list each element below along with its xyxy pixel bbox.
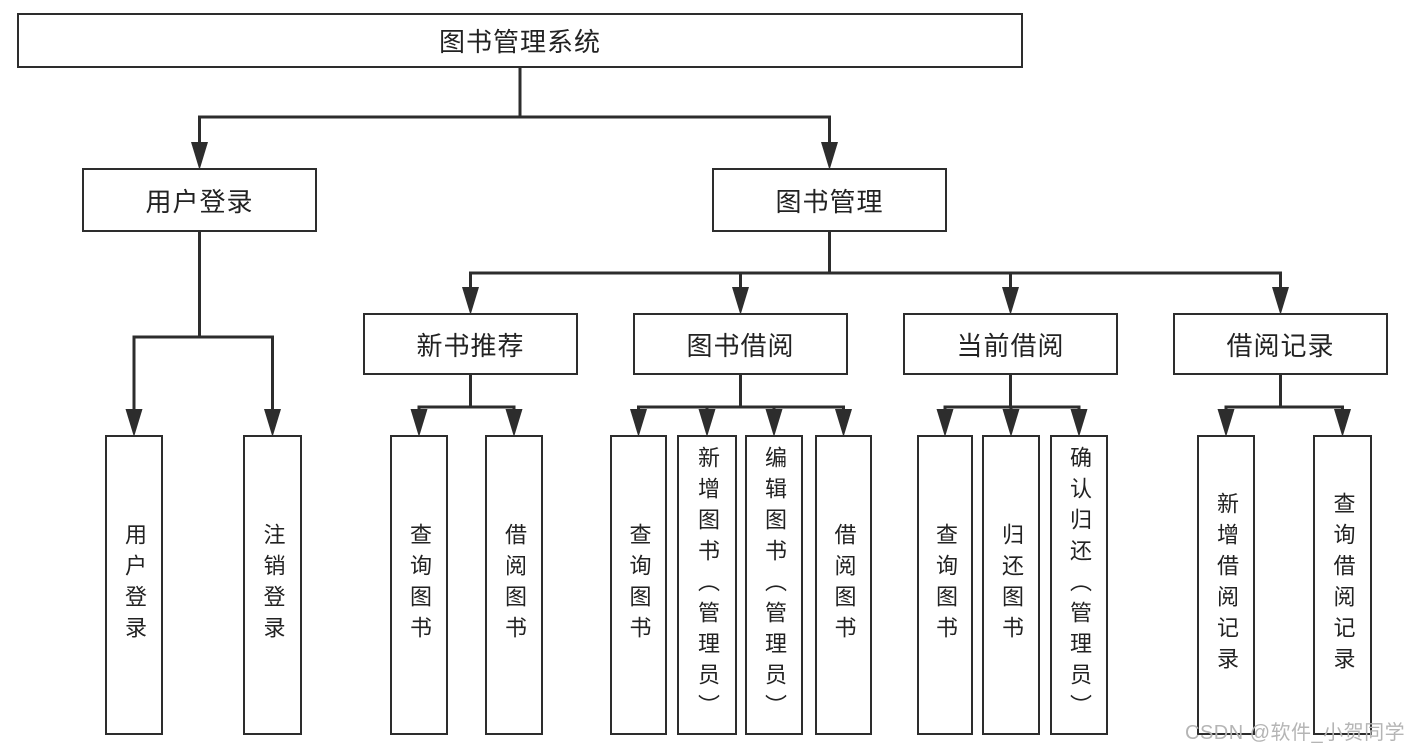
node-borrow-records-label: 借阅记录 <box>1226 330 1335 361</box>
leaf-user-login: 用户登录 <box>105 435 163 735</box>
leaf-nbr-query-books: 查询图书 <box>390 435 448 735</box>
node-current-borrow: 当前借阅 <box>903 313 1118 375</box>
leaf-cb-query-books: 查询图书 <box>917 435 973 735</box>
leaf-br-query-record: 查询借阅记录 <box>1313 435 1372 735</box>
leaf-bb-add-books-admin: 新增图书（管理员） <box>677 435 737 735</box>
leaf-user-login-label: 用户登录 <box>122 523 147 647</box>
leaf-bb-borrow-books-label: 借阅图书 <box>831 523 857 647</box>
leaf-bb-borrow-books: 借阅图书 <box>815 435 872 735</box>
node-root-label: 图书管理系统 <box>438 27 601 57</box>
leaf-bb-edit-books-admin-label: 编辑图书（管理员） <box>762 445 787 725</box>
node-book-borrow: 图书借阅 <box>633 313 848 375</box>
watermark: CSDN @软件_小贺同学 <box>1185 722 1405 744</box>
leaf-logout-label: 注销登录 <box>260 523 286 647</box>
leaf-br-add-record-label: 新增借阅记录 <box>1214 492 1239 678</box>
node-new-book-rec: 新书推荐 <box>363 313 578 375</box>
node-book-mgmt: 图书管理 <box>712 168 947 232</box>
leaf-cb-query-books-label: 查询图书 <box>933 523 958 647</box>
leaf-cb-return-books: 归还图书 <box>982 435 1040 735</box>
leaf-br-add-record: 新增借阅记录 <box>1197 435 1255 735</box>
leaf-cb-confirm-return-admin: 确认归还（管理员） <box>1050 435 1108 735</box>
leaf-nbr-borrow-books-label: 借阅图书 <box>502 523 527 647</box>
node-root: 图书管理系统 <box>17 13 1023 68</box>
node-new-book-rec-label: 新书推荐 <box>416 330 525 361</box>
leaf-bb-query-books: 查询图书 <box>610 435 667 735</box>
leaf-bb-query-books-label: 查询图书 <box>626 523 652 647</box>
node-user-login: 用户登录 <box>82 168 317 232</box>
node-user-login-label: 用户登录 <box>145 186 254 217</box>
node-book-mgmt-label: 图书管理 <box>775 186 884 217</box>
leaf-cb-return-books-label: 归还图书 <box>999 523 1024 647</box>
leaf-nbr-query-books-label: 查询图书 <box>407 523 432 647</box>
leaf-cb-confirm-return-admin-label: 确认归还（管理员） <box>1067 445 1092 725</box>
node-borrow-records: 借阅记录 <box>1173 313 1388 375</box>
leaf-nbr-borrow-books: 借阅图书 <box>485 435 543 735</box>
node-book-borrow-label: 图书借阅 <box>686 330 795 361</box>
leaf-br-query-record-label: 查询借阅记录 <box>1330 492 1356 678</box>
node-current-borrow-label: 当前借阅 <box>956 330 1065 361</box>
leaf-bb-add-books-admin-label: 新增图书（管理员） <box>695 445 720 725</box>
leaf-bb-edit-books-admin: 编辑图书（管理员） <box>745 435 803 735</box>
leaf-logout: 注销登录 <box>243 435 302 735</box>
